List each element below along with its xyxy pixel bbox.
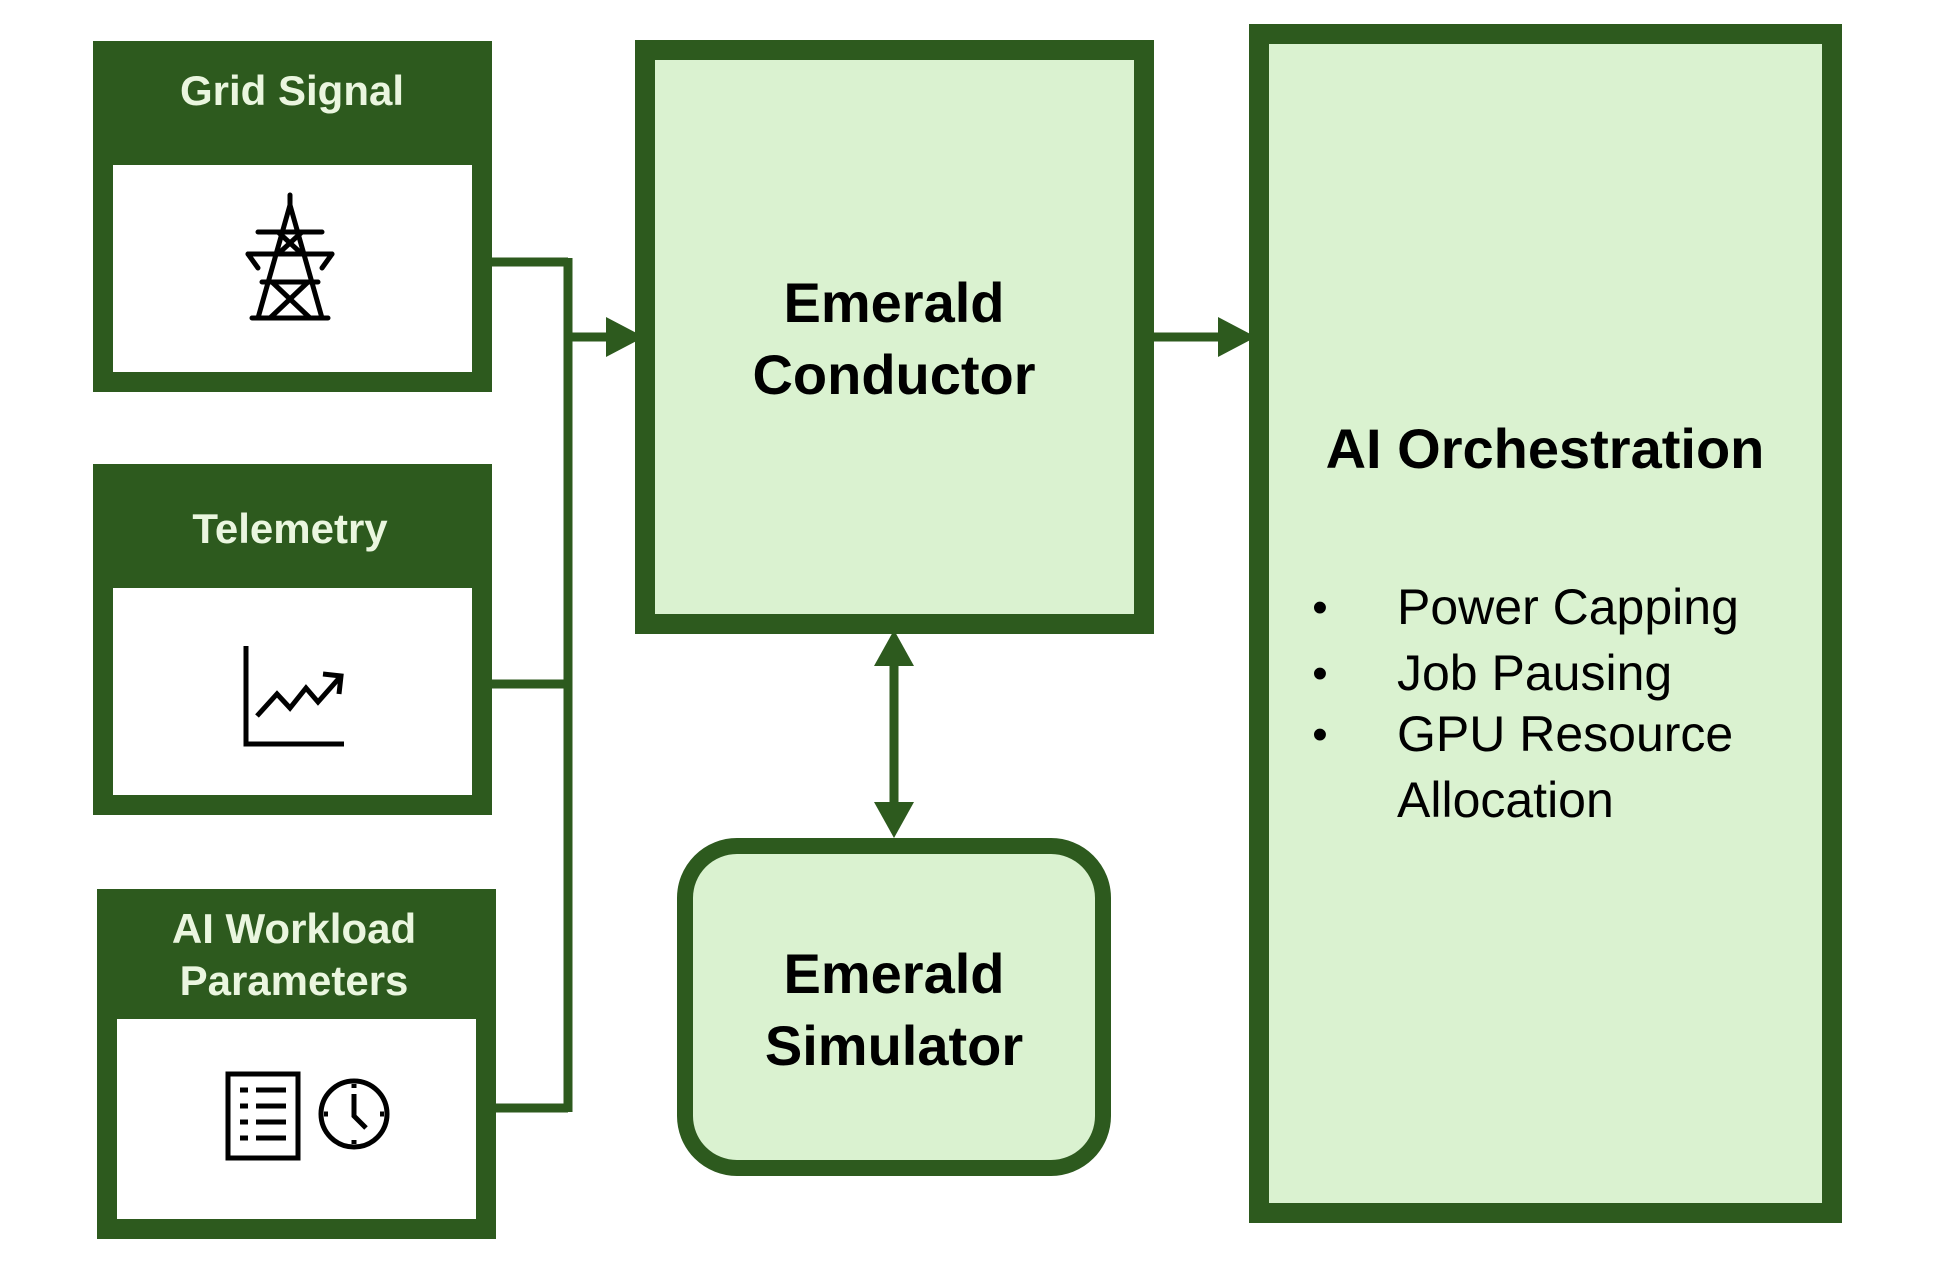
input-connectors — [492, 257, 612, 1113]
input-box-frame — [93, 145, 492, 392]
bullet-gpu-resource-line-2: Allocation — [1397, 772, 1614, 828]
emerald-conductor-box: Emerald Conductor — [635, 40, 1154, 634]
input-box-frame — [93, 568, 492, 815]
input-box-ai-workload-parameters: AI Workload Parameters — [97, 889, 496, 1239]
line-chart-icon — [243, 646, 344, 747]
input-box-header — [93, 464, 492, 588]
conductor-title-line-2: Conductor — [752, 343, 1035, 406]
arrowhead-to-orchestration — [1218, 317, 1256, 357]
input-box-grid-signal: Grid Signal — [93, 41, 492, 392]
simulator-title-line-2: Simulator — [765, 1014, 1023, 1077]
arrowhead-up-to-conductor — [874, 630, 914, 666]
input-box-title: Grid Signal — [180, 67, 404, 114]
input-box-title: Telemetry — [192, 505, 388, 552]
ai-orchestration-box: AI Orchestration • Power Capping • Job P… — [1249, 24, 1842, 1223]
orchestration-title: AI Orchestration — [1326, 417, 1765, 480]
input-box-header — [93, 41, 492, 165]
emerald-simulator-box: Emerald Simulator — [677, 838, 1111, 1176]
transmission-tower-icon — [245, 192, 335, 321]
conductor-title-line-1: Emerald — [784, 271, 1005, 334]
bullet-marker: • — [1312, 649, 1327, 698]
input-box-header — [97, 889, 496, 1019]
bullet-marker: • — [1312, 583, 1327, 632]
arrowhead-to-conductor — [606, 317, 644, 357]
bullet-marker: • — [1312, 710, 1327, 759]
clock-icon — [318, 1078, 390, 1150]
input-box-telemetry: Telemetry — [93, 464, 492, 815]
bullet-job-pausing: Job Pausing — [1397, 645, 1672, 701]
bullet-gpu-resource-line-1: GPU Resource — [1397, 706, 1733, 762]
checklist-icon — [225, 1071, 301, 1161]
simulator-title-line-1: Emerald — [784, 942, 1005, 1005]
input-box-title-line-2: Parameters — [180, 957, 409, 1004]
input-box-frame — [97, 999, 496, 1239]
input-box-title-line-1: AI Workload — [172, 905, 416, 952]
bullet-power-capping: Power Capping — [1397, 579, 1739, 635]
arrowhead-down-to-simulator — [874, 802, 914, 838]
